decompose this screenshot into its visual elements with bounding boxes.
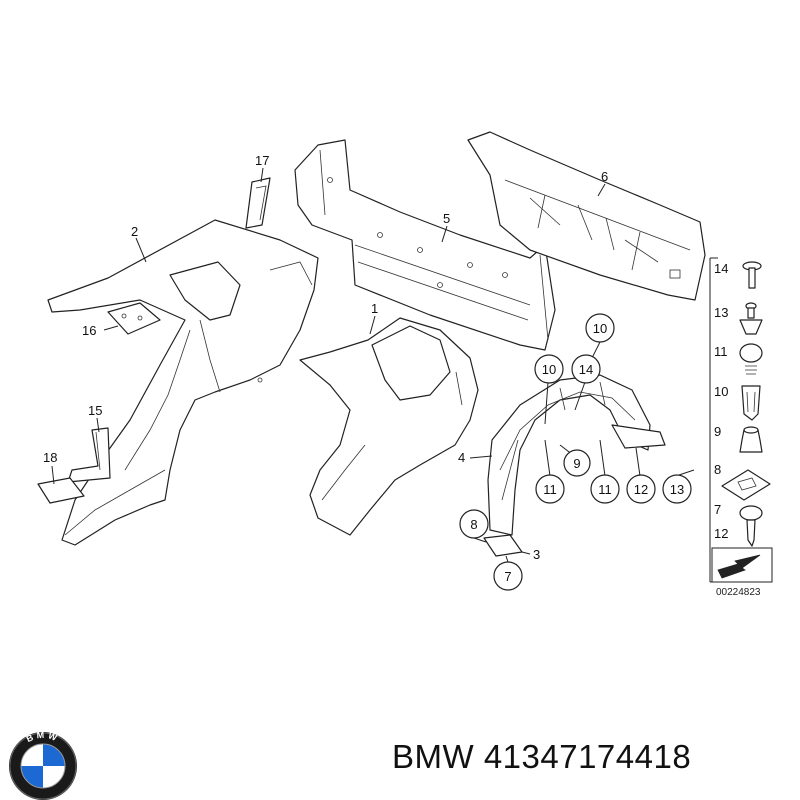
clip-nut-icon	[721, 469, 771, 501]
svg-text:14: 14	[579, 362, 593, 377]
fastener-legend: 14 13 11 10	[709, 257, 773, 598]
part-15-bracket	[67, 427, 111, 483]
part-17-bracket	[245, 177, 271, 229]
svg-text:9: 9	[573, 456, 580, 471]
svg-text:9: 9	[714, 424, 721, 439]
torx-screw-icon	[739, 505, 763, 547]
svg-text:14: 14	[714, 261, 728, 276]
legend-row-14: 14	[714, 261, 762, 289]
direction-arrow-box	[711, 547, 773, 583]
callout-4: 4	[458, 450, 465, 465]
svg-text:13: 13	[670, 482, 684, 497]
callout-1: 1	[371, 301, 378, 316]
number-callouts: 17 2 16 15 18 1 5 6 4 3	[43, 153, 608, 562]
part-16-plate	[107, 302, 161, 335]
legend-row-10: 10	[714, 384, 761, 421]
callout-15: 15	[88, 403, 102, 418]
part-6-rear-panel	[467, 131, 706, 301]
push-rivet-icon	[742, 261, 762, 289]
callout-17: 17	[255, 153, 269, 168]
circled-callout: 9	[563, 449, 591, 477]
callout-16: 16	[82, 323, 96, 338]
callout-3: 3	[533, 547, 540, 562]
circled-callouts: 10 10 14 9 11 11 12 13	[459, 313, 692, 591]
circled-callout: 10	[534, 354, 564, 384]
screw-grommet-icon	[739, 343, 763, 375]
svg-text:11: 11	[543, 482, 557, 497]
legend-row-13: 13	[714, 302, 763, 335]
circled-callout: 10	[585, 313, 615, 343]
circled-callout: 8	[459, 509, 489, 539]
circled-callout: 11	[590, 474, 620, 504]
part-5-inner-panel	[294, 139, 556, 351]
svg-text:10: 10	[542, 362, 556, 377]
legend-row-11: 11	[714, 343, 763, 375]
callout-6: 6	[601, 169, 608, 184]
callout-5: 5	[443, 211, 450, 226]
spreading-nut-icon	[741, 385, 761, 421]
svg-text:12: 12	[714, 526, 728, 541]
expanding-rivet-icon	[739, 302, 763, 335]
svg-text:11: 11	[714, 344, 728, 359]
part-3-flap	[483, 534, 523, 557]
svg-text:7: 7	[714, 502, 721, 517]
circled-callout: 11	[535, 474, 565, 504]
svg-text:8: 8	[470, 517, 477, 532]
circled-callout: 7	[493, 561, 523, 591]
svg-text:10: 10	[714, 384, 728, 399]
bmw-logo-icon: BMW	[9, 730, 77, 800]
svg-text:11: 11	[598, 482, 612, 497]
reference-code: 00224823	[716, 587, 761, 598]
part-1-quarter-panel	[299, 317, 479, 536]
svg-text:13: 13	[714, 305, 728, 320]
callout-2: 2	[131, 224, 138, 239]
circled-callout: 13	[662, 474, 692, 504]
legend-row-7-12: 7 12	[714, 502, 763, 547]
svg-text:10: 10	[593, 321, 607, 336]
circled-callout: 12	[626, 474, 656, 504]
legend-row-8: 8	[714, 462, 771, 501]
part-number-caption: BMW 41347174418	[392, 738, 692, 775]
callout-18: 18	[43, 450, 57, 465]
part-2-side-panel	[47, 219, 319, 546]
part-18-plate	[37, 477, 85, 504]
svg-text:12: 12	[634, 482, 648, 497]
svg-text:7: 7	[504, 569, 511, 584]
legend-row-9: 9	[714, 424, 763, 453]
logo-lettering: BMW	[25, 730, 61, 744]
plastic-nut-icon	[739, 426, 763, 453]
circled-callout: 14	[571, 354, 601, 384]
svg-text:8: 8	[714, 462, 721, 477]
